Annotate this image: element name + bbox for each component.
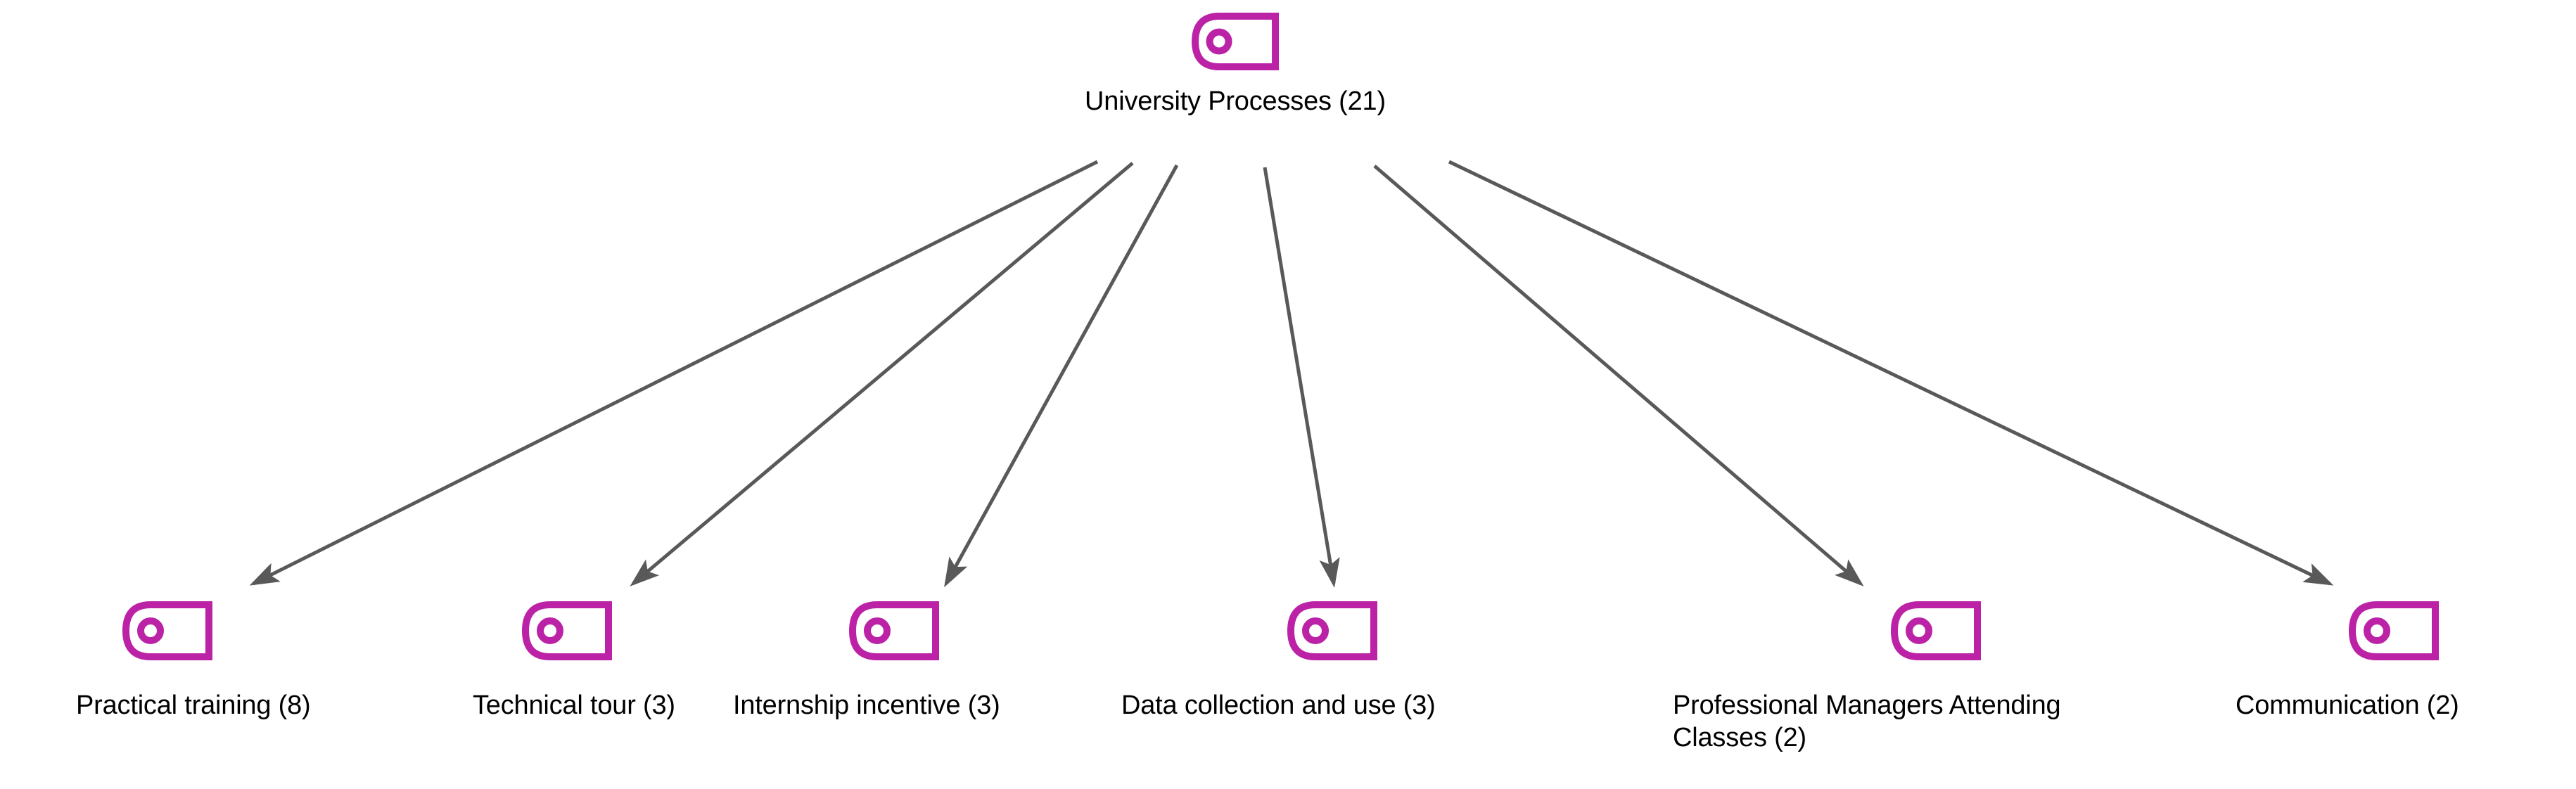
tag-icon [1190, 13, 1280, 74]
node-practical-training[interactable]: Practical training (8) [76, 601, 311, 720]
node-university-processes[interactable]: University Processes (21) [1085, 13, 1386, 117]
tag-icon [2347, 601, 2440, 664]
edge-to-technical-tour [630, 162, 1134, 586]
node-label-root: University Processes (21) [1085, 86, 1386, 116]
node-technical-tour[interactable]: Technical tour (3) [473, 601, 675, 720]
node-communication[interactable]: Communication (2) [2236, 601, 2459, 720]
node-label-technical-tour: Technical tour (3) [473, 691, 675, 720]
tag-icon [1286, 601, 1379, 664]
node-data-collection-and-use[interactable]: Data collection and use (3) [1121, 601, 1436, 720]
edge-to-internship-incentive [944, 164, 1179, 588]
node-professional-managers-attending-classes[interactable]: Professional Managers Attending Classes … [1673, 601, 2061, 752]
tag-icon [121, 601, 214, 664]
tag-icon [521, 601, 613, 664]
node-internship-incentive[interactable]: Internship incentive (3) [733, 601, 1000, 720]
edge-to-communication [1448, 160, 2334, 586]
tag-icon [1889, 601, 1982, 664]
node-label-communication: Communication (2) [2236, 691, 2459, 720]
node-label-internship-incentive: Internship incentive (3) [733, 691, 1000, 720]
edge-to-data-collection-and-use [1263, 167, 1340, 588]
edge-to-professional-managers-attending-classes [1373, 165, 1864, 586]
edge-to-practical-training [249, 160, 1099, 586]
node-label-professional-managers-attending-classes: Professional Managers Attending Classes … [1673, 691, 2061, 753]
node-label-data-collection-and-use: Data collection and use (3) [1121, 691, 1436, 720]
edge-group [249, 160, 2334, 588]
tag-icon [848, 601, 941, 664]
node-label-practical-training: Practical training (8) [76, 691, 311, 720]
